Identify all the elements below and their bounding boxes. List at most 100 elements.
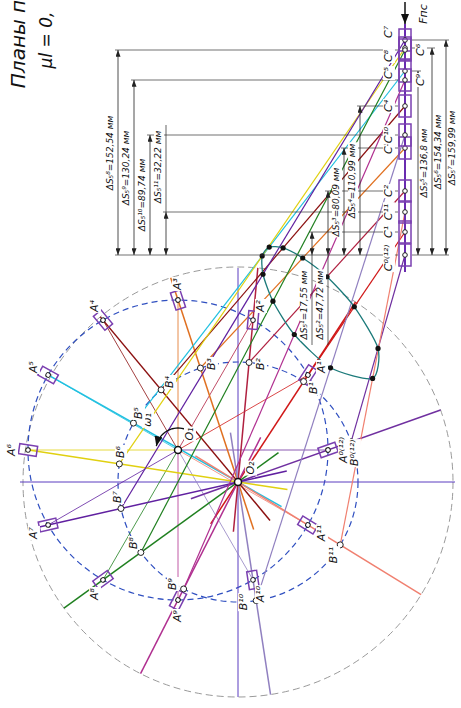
- pivot-dot: [235, 479, 242, 486]
- point-label: A¹⁰: [255, 585, 267, 603]
- joint-dot: [138, 549, 144, 555]
- slider-symbol: [399, 95, 411, 117]
- point-label: C⁵: [383, 66, 395, 80]
- joint-dot: [403, 48, 408, 53]
- slider-symbol: [399, 137, 411, 159]
- joint-dot: [246, 360, 252, 366]
- crank-line: [178, 450, 328, 451]
- rocker-line: [211, 302, 356, 524]
- point-label: A¹: [316, 360, 328, 374]
- dimension-label: ΔS₅³=80,09 мм: [332, 166, 342, 237]
- rocker-line: [64, 453, 279, 609]
- point-label: C⁷: [383, 25, 395, 39]
- curve-point: [270, 299, 275, 304]
- pivot-label: O₁: [184, 426, 196, 441]
- rods: [119, 40, 405, 601]
- point-label: B⁷: [112, 490, 124, 504]
- coupler-curve: [262, 247, 379, 379]
- slider-symbol: [399, 39, 411, 61]
- point-label: C¹⁰: [383, 126, 395, 145]
- point-label: B¹¹: [328, 546, 340, 564]
- dimension-label: ΔS₅¹=17,55 мм: [300, 270, 310, 341]
- joint-dot: [301, 379, 307, 385]
- joint-dot: [100, 577, 106, 583]
- point-label: B⁰⁽¹²⁾: [349, 439, 361, 467]
- crank-line: [48, 450, 178, 525]
- slider-block: [318, 442, 338, 457]
- dimensions: [115, 40, 449, 345]
- slider-symbol: [399, 201, 411, 223]
- joint-dot: [403, 104, 408, 109]
- rocker-line: [195, 456, 421, 595]
- joint-dot: [403, 210, 408, 215]
- slider-block: [399, 39, 411, 61]
- rod-line: [304, 232, 405, 382]
- leader-line: [312, 255, 313, 345]
- curve-point: [260, 272, 265, 277]
- slider-symbol: [38, 366, 59, 384]
- slider-block: [38, 518, 58, 532]
- slider-symbol: [399, 221, 411, 243]
- dimension-label: ΔS₅²=47,72 мм: [316, 270, 326, 341]
- point-label: B¹: [308, 381, 320, 395]
- rod-line: [184, 80, 405, 589]
- curve-point: [328, 365, 333, 370]
- slider-symbol: [170, 290, 185, 310]
- dimension-label: ΔS₅¹⁰=89,74 мм: [138, 158, 148, 232]
- joint-dot: [403, 189, 408, 194]
- point-label: B⁸: [128, 536, 140, 550]
- crank-lines: [28, 300, 328, 600]
- dimension-line: [134, 80, 135, 255]
- point-label: A⁵: [28, 360, 40, 374]
- point-label: B³: [206, 357, 218, 371]
- slider-block: [38, 366, 59, 384]
- joint-dot: [305, 372, 311, 378]
- point-label: B⁵: [133, 406, 145, 420]
- dimension-line: [344, 148, 345, 255]
- curve-point: [267, 244, 272, 249]
- joint-dot: [45, 372, 51, 378]
- point-label: A⁶: [6, 443, 18, 457]
- rod-line: [351, 255, 405, 442]
- slider-block: [399, 244, 411, 266]
- curve-point: [280, 245, 285, 250]
- slider-symbol: [18, 444, 37, 457]
- slider-symbol: [399, 37, 411, 59]
- slider-block: [18, 444, 37, 457]
- rod-line: [141, 50, 405, 552]
- slider-block: [399, 60, 411, 82]
- extension-line: [412, 40, 449, 41]
- dimension-line: [360, 106, 361, 255]
- rod-line: [249, 191, 405, 363]
- crank-line: [178, 320, 253, 450]
- output-sliders: [399, 29, 411, 266]
- curve-point: [352, 304, 357, 309]
- slider-block: [399, 221, 411, 243]
- rocker-sliders: [18, 290, 338, 610]
- extension-line: [412, 71, 421, 72]
- extension-line: [163, 212, 398, 213]
- dimension-line: [118, 50, 119, 255]
- joint-dot: [175, 597, 181, 603]
- force-arrow: [404, 2, 406, 24]
- point-label: B⁴: [164, 375, 176, 389]
- curve-point: [292, 332, 297, 337]
- point-label: B¹⁰: [238, 593, 250, 611]
- slider-symbol: [247, 311, 259, 330]
- crank-circle: [28, 300, 328, 600]
- rocker-joints: [116, 360, 354, 604]
- slider-symbol: [318, 442, 338, 457]
- rocker-line: [230, 433, 270, 695]
- rod-line: [200, 148, 405, 368]
- slider-block: [170, 290, 185, 310]
- point-label: A⁸: [89, 587, 101, 601]
- point-label: B⁶: [115, 445, 127, 459]
- dimension-line: [150, 135, 151, 255]
- leader-line: [166, 125, 167, 212]
- extension-line: [115, 50, 398, 51]
- joint-dot: [118, 506, 124, 512]
- sheet-title: Планы п: [7, 0, 29, 89]
- joint-dot: [181, 586, 187, 592]
- point-label: A¹¹: [316, 524, 328, 542]
